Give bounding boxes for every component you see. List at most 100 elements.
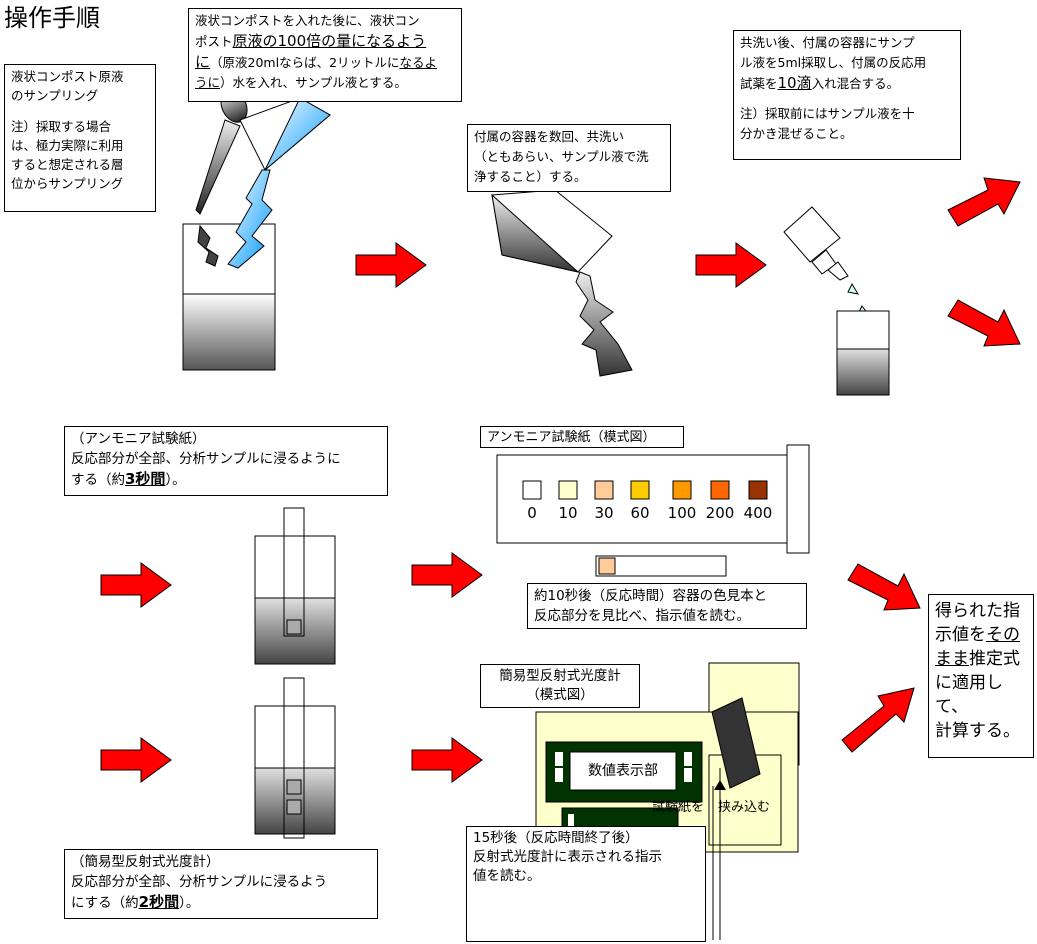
arrow-7	[100, 737, 172, 783]
color-scale-label: 400	[743, 504, 773, 522]
step2-l2a: ポスト	[195, 34, 233, 49]
step2-box: 液状コンポストを入れた後に、液状コン ポスト原液の100倍の量になるよう に（原…	[188, 8, 462, 102]
ammonia-test-paper-schematic	[496, 444, 810, 577]
color-swatch-200	[710, 480, 730, 500]
meter-l3c: ）。	[179, 895, 200, 911]
arrow-8	[411, 737, 483, 783]
ammonia-box: （アンモニア試験紙） 反応部分が全部、分析サンプルに浸るように する（約3秒間）…	[64, 426, 388, 496]
color-swatch-0	[522, 480, 542, 500]
meter-title2: （模式図）	[526, 687, 594, 703]
meter-line2: 反応部分が全部、分析サンプルに浸るよう	[71, 874, 328, 890]
pipette-icon	[195, 89, 248, 215]
color-scale-label: 30	[594, 504, 614, 522]
color-swatch-10	[558, 480, 578, 500]
color-scale-label: 60	[630, 504, 650, 522]
arrow-4	[947, 299, 1021, 347]
result-line4: に適用して、	[935, 673, 1003, 717]
meter-l3a: にする（約	[71, 895, 139, 911]
ammonia-caption2: 反応部分を見比べ、指示値を読む。	[534, 608, 750, 624]
meter-caption: 15秒後（反応時間終了後） 反射式光度計に表示される指示 値を読む。	[466, 826, 706, 942]
result-l3a: まま	[935, 649, 969, 669]
rinse-container-icon	[491, 189, 633, 377]
color-scale-label: 200	[705, 504, 735, 522]
step1-note4: 位からサンプリング	[11, 176, 124, 191]
ammonia-test-container-icon	[254, 507, 336, 665]
meter-line1: （簡易型反射式光度計）	[71, 854, 220, 870]
step2-line1: 液状コンポストを入れた後に、液状コン	[195, 13, 420, 28]
meter-schematic-title: 簡易型反射式光度計 （模式図）	[480, 664, 640, 708]
meter-caption3: 値を読む。	[473, 868, 541, 884]
step1-box: 液状コンポスト原液 のサンプリング 注）採取する場合 は、極力実際に利用 すると…	[4, 64, 156, 212]
arrow-5	[100, 562, 172, 608]
step3-line1: 付属の容器を数回、共洗い	[474, 129, 625, 144]
reaction-container-icon	[836, 310, 890, 396]
step4-line2: ル液を5ml採取し、付属の反応用	[740, 55, 927, 70]
color-swatch-30	[594, 480, 614, 500]
color-swatch-100	[672, 480, 692, 500]
step4-note1: 注）採取前にはサンプル液を十	[740, 106, 915, 121]
reflectometer-schematic	[535, 662, 800, 940]
meter-box: （簡易型反射式光度計） 反応部分が全部、分析サンプルに浸るよう にする（約2秒間…	[64, 849, 378, 919]
ammonia-l3c: ）。	[165, 472, 186, 488]
ammonia-l3b: 3秒間	[125, 470, 166, 488]
ammonia-l3a: する（約	[71, 472, 125, 488]
result-l2b: その	[986, 625, 1020, 645]
insert-label-b: 挟み込む	[718, 800, 771, 815]
step2-l3b: （原液20mlならば、2リットルに	[210, 55, 400, 70]
arrow-3	[947, 177, 1021, 227]
color-scale-label: 0	[527, 504, 537, 522]
ammonia-schematic-title: アンモニア試験紙（模式図）	[480, 426, 684, 448]
step2-l4a: うに	[195, 75, 221, 90]
step1-line1: 液状コンポスト原液	[11, 69, 124, 84]
insert-label: 試験紙を挟み込む	[652, 800, 770, 816]
color-scale	[522, 480, 768, 500]
color-scale-label: 10	[558, 504, 578, 522]
step4-box: 共洗い後、付属の容器にサンプ ル液を5ml採取し、付属の反応用 試薬を10滴入れ…	[733, 30, 961, 160]
page-title: 操作手順	[4, 4, 100, 32]
meter-caption2: 反射式光度計に表示される指示	[473, 849, 662, 865]
ammonia-caption: 約10秒後（反応時間）容器の色見本と 反応部分を見比べ、指示値を読む。	[527, 583, 807, 629]
arrow-2	[695, 242, 767, 288]
arrow-9	[847, 563, 921, 611]
flow-arrows	[100, 177, 1021, 783]
step2-l2b: 原液の100倍の量になるよう	[232, 32, 427, 50]
step1-note2: は、極力実際に利用	[11, 138, 124, 153]
step1-note1: 注）採取する場合	[11, 119, 112, 134]
pouring-container-icon	[227, 97, 331, 269]
ammonia-line2: 反応部分が全部、分析サンプルに浸るように	[71, 451, 341, 467]
insert-label-a: 試験紙を	[652, 800, 705, 815]
step3-line2: （ともあらい、サンプル液で洗	[474, 149, 649, 164]
step2-l4b: ）水を入れ、サンプル液とする。	[220, 75, 407, 90]
ammonia-line1: （アンモニア試験紙）	[71, 431, 206, 447]
step4-l3b: 10滴	[777, 74, 812, 92]
arrow-6	[411, 552, 483, 598]
meter-caption1: 15秒後（反応時間終了後）	[473, 830, 639, 846]
result-l3b: 推定式	[969, 649, 1020, 669]
result-line5: 計算する。	[935, 721, 1020, 741]
step2-l3c: なるよ	[399, 55, 438, 70]
color-scale-label: 100	[667, 504, 697, 522]
step4-l3a: 試薬を	[740, 76, 778, 91]
color-swatch-400	[748, 480, 768, 500]
step4-l3c: 入れ混合する。	[811, 76, 900, 91]
result-box: 得られた指 示値をその まま推定式 に適用して、 計算する。	[928, 594, 1034, 758]
ammonia-caption1: 約10秒後（反応時間）容器の色見本と	[534, 588, 768, 604]
sample-beaker-icon	[182, 223, 276, 371]
step1-line2: のサンプリング	[11, 88, 99, 103]
arrow-10	[841, 687, 915, 753]
result-l2a: 示値を	[935, 625, 986, 645]
step4-note2: 分かき混ぜること。	[740, 126, 853, 141]
meter-test-container-icon	[254, 677, 336, 839]
meter-display-label: 数値表示部	[588, 763, 658, 779]
step3-line3: 浄すること）する。	[474, 169, 587, 184]
step3-box: 付属の容器を数回、共洗い （ともあらい、サンプル液で洗 浄すること）する。	[467, 124, 671, 192]
arrow-1	[355, 242, 427, 288]
step1-note3: すると想定される層	[11, 157, 124, 172]
step4-line1: 共洗い後、付属の容器にサンプ	[740, 35, 915, 50]
meter-l3b: 2秒間	[138, 893, 180, 911]
step2-l3a: に	[195, 53, 211, 71]
color-swatch-60	[630, 480, 650, 500]
result-line1: 得られた指	[935, 601, 1020, 621]
reagent-bottle-icon	[783, 206, 869, 315]
